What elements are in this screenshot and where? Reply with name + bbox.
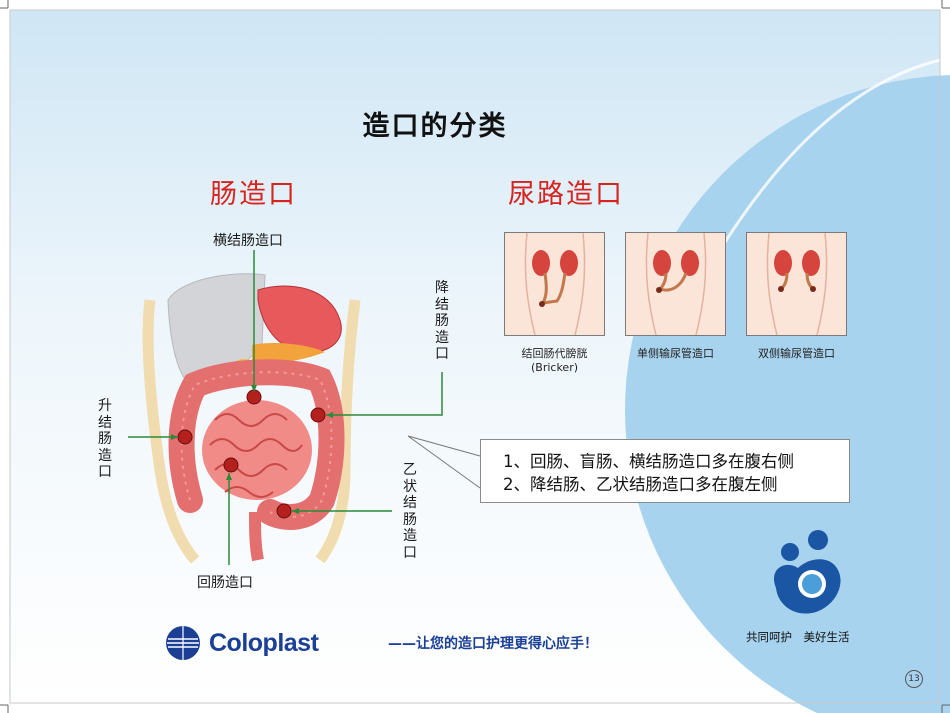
page-number: 13 [905, 670, 923, 688]
coloplast-logo-icon [166, 626, 200, 660]
kidney-illustration [645, 232, 707, 336]
label-ascending-colostomy: 升结肠造口 [98, 398, 112, 480]
label-descending-colostomy: 降结肠造口 [435, 280, 449, 362]
label-ileostomy: 回肠造口 [197, 575, 253, 591]
page-title: 造口的分类 [362, 111, 508, 142]
urinary-panel-bricker [504, 232, 605, 336]
caption-bilateral: 双侧输尿管造口 [758, 347, 835, 360]
brand-name: Coloplast [209, 628, 319, 657]
kidney-illustration [766, 232, 828, 336]
urinary-panel-unilateral [625, 232, 726, 336]
family-care-logo-icon [774, 530, 841, 614]
urinary-panel-bilateral [746, 232, 847, 336]
brand: Coloplast [165, 625, 319, 661]
label-sigmoid-colostomy: 乙状结肠造口 [403, 462, 417, 561]
brand-slogan: ——让您的造口护理更得心应手！ [388, 636, 598, 652]
caption-bricker: 结回肠代膀胱 (Bricker) [521, 347, 588, 374]
note-box: 1、回肠、盲肠、横结肠造口多在腹右侧 2、降结肠、乙状结肠造口多在腹左侧 [480, 439, 850, 503]
kidney-illustration [524, 232, 586, 336]
care-slogan: 共同呵护 美好生活 [746, 630, 850, 644]
caption-unilateral: 单侧输尿管造口 [637, 347, 714, 360]
section-title-intestinal: 肠造口 [210, 179, 297, 210]
label-transverse-colostomy: 横结肠造口 [213, 233, 283, 249]
note-line-1: 1、回肠、盲肠、横结肠造口多在腹右侧 [503, 452, 794, 471]
note-line-2: 2、降结肠、乙状结肠造口多在腹左侧 [503, 475, 778, 494]
section-title-urinary: 尿路造口 [508, 179, 624, 210]
